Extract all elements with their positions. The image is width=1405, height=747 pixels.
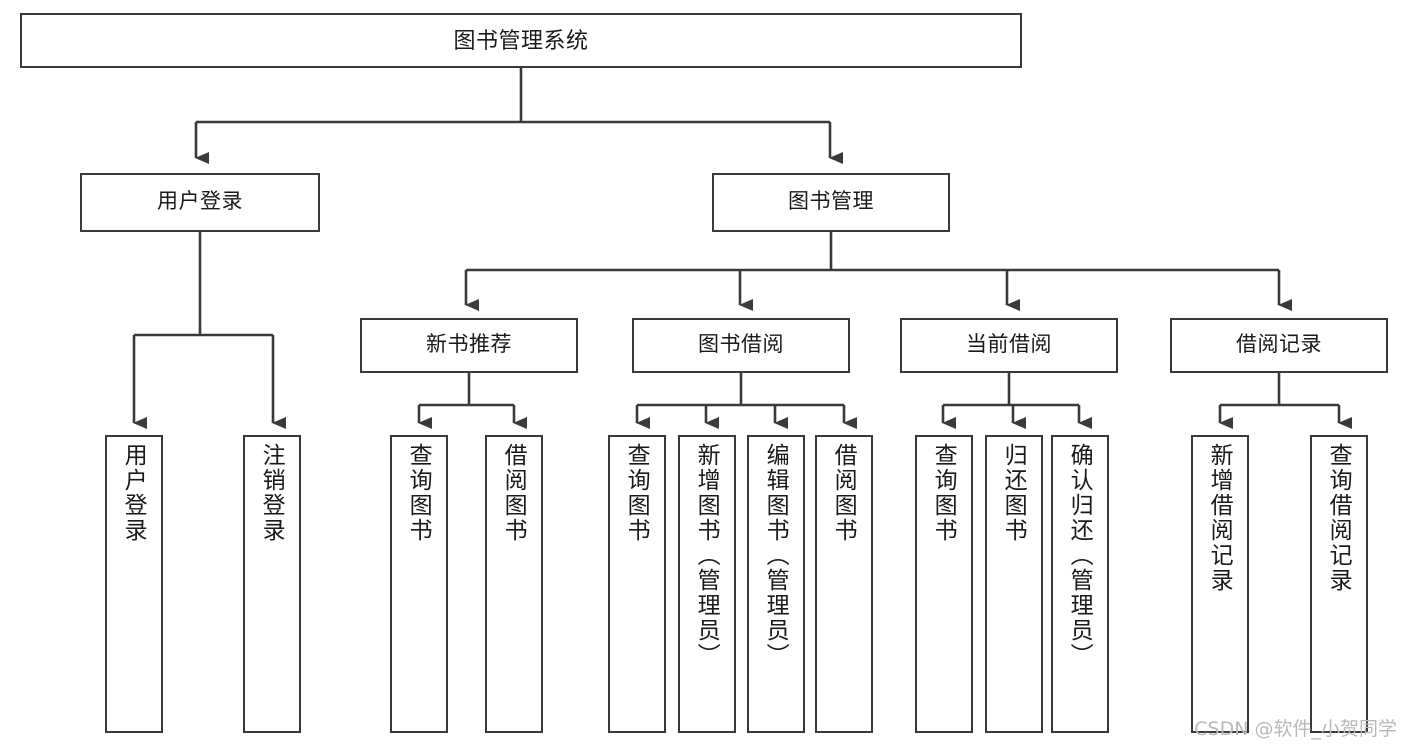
- node-label: 图书借阅: [698, 333, 784, 357]
- node-user-login[interactable]: 用户登录: [80, 173, 320, 232]
- node-label: 当前借阅: [966, 333, 1052, 357]
- node-label: 查询借阅记录: [1326, 443, 1353, 593]
- node-leaf-query-book-3[interactable]: 查询图书: [915, 435, 973, 733]
- node-current-borrow[interactable]: 当前借阅: [900, 318, 1118, 373]
- node-book-management-system[interactable]: 图书管理系统: [20, 13, 1022, 68]
- node-label: 新书推荐: [426, 333, 512, 357]
- node-leaf-query-borrow-record[interactable]: 查询借阅记录: [1310, 435, 1368, 733]
- node-leaf-query-book-1[interactable]: 查询图书: [390, 435, 448, 733]
- node-label: 查询图书: [931, 443, 958, 543]
- node-label: 图书管理系统: [453, 27, 589, 53]
- node-leaf-return-book[interactable]: 归还图书: [985, 435, 1043, 733]
- node-leaf-confirm-return-admin[interactable]: 确认归还（管理员）: [1051, 435, 1109, 733]
- csdn-watermark: CSDN @软件_小贺同学: [1194, 718, 1397, 740]
- node-label: 借阅图书: [831, 443, 858, 543]
- node-label: 用户登录: [121, 443, 148, 543]
- node-borrow-record[interactable]: 借阅记录: [1170, 318, 1388, 373]
- node-leaf-query-book-2[interactable]: 查询图书: [608, 435, 666, 733]
- node-leaf-borrow-book-2[interactable]: 借阅图书: [815, 435, 873, 733]
- node-leaf-logout-login[interactable]: 注销登录: [243, 435, 301, 733]
- node-leaf-borrow-book-1[interactable]: 借阅图书: [485, 435, 543, 733]
- node-label: 注销登录: [259, 443, 286, 543]
- node-book-borrow[interactable]: 图书借阅: [632, 318, 850, 373]
- node-leaf-add-borrow-record[interactable]: 新增借阅记录: [1191, 435, 1249, 733]
- node-label: 查询图书: [406, 443, 433, 543]
- node-label: 归还图书: [1001, 443, 1028, 543]
- node-label: 借阅记录: [1236, 333, 1322, 357]
- node-label: 图书管理: [788, 190, 874, 214]
- node-label: 确认归还（管理员）: [1067, 443, 1094, 668]
- node-label: 新增图书（管理员）: [694, 443, 721, 668]
- node-new-book-recommend[interactable]: 新书推荐: [360, 318, 578, 373]
- node-label: 新增借阅记录: [1207, 443, 1234, 593]
- node-label: 查询图书: [624, 443, 651, 543]
- node-label: 编辑图书（管理员）: [763, 443, 790, 668]
- node-label: 用户登录: [157, 190, 243, 214]
- node-book-management[interactable]: 图书管理: [712, 173, 950, 232]
- node-label: 借阅图书: [501, 443, 528, 543]
- node-leaf-user-login[interactable]: 用户登录: [105, 435, 163, 733]
- node-leaf-edit-book-admin[interactable]: 编辑图书（管理员）: [747, 435, 805, 733]
- node-leaf-add-book-admin[interactable]: 新增图书（管理员）: [678, 435, 736, 733]
